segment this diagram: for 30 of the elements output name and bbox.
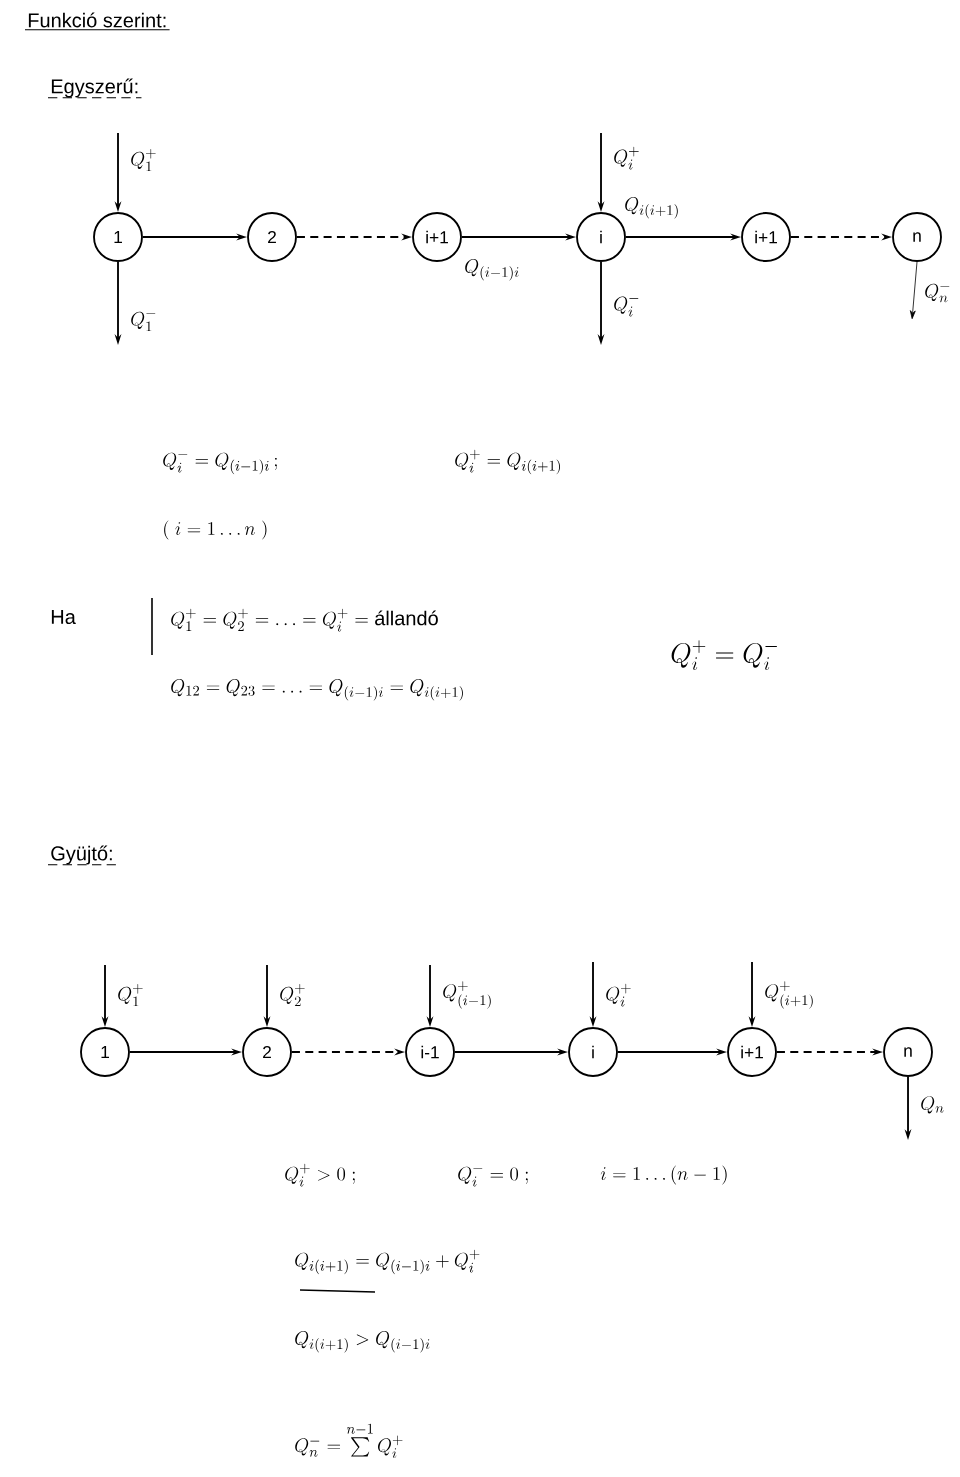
title: Funkció szerint:: [24, 12, 171, 31]
formula: $Q_i^- = Q_{(i-1)i}\,;$: [163, 452, 277, 475]
formula: $Q_i^+ > 0\;;$: [285, 1163, 355, 1187]
formula: $Q_{i(i+1)} = Q_{(i-1)i} + Q_i^+$: [295, 1249, 480, 1275]
formula: $Q_i^- = 0\;;$: [458, 1166, 528, 1187]
edge-label: $Q_i^-$: [614, 296, 639, 317]
edge-label: $Q_{(i-1)}^+$: [443, 981, 491, 1009]
edge-label: $Q_{i(i+1)}$: [625, 197, 678, 219]
section-heading: Gyüjtő:: [47, 845, 117, 866]
edge-label: $Q_{(i+1)}^+$: [765, 981, 813, 1009]
edge-label: $Q_n$: [921, 1096, 944, 1114]
formula: $i = 1\ldots(n-1)$: [600, 1165, 727, 1185]
formula: $Q_1^+ = Q_2^+ = \ldots = Q_i^+ = \text{állandó}$: [171, 608, 438, 632]
formula: $Q_{12} = Q_{23} = \ldots = Q_{(i-1)i} = Q_{i(i+1)}$: [171, 679, 463, 701]
edge-label: $Q_1^-$: [131, 311, 156, 332]
formula: $Q_i^+ = Q_{i(i+1)}$: [455, 449, 560, 475]
formula: $Q_{i(i+1)} > Q_{(i-1)i}$: [295, 1331, 430, 1353]
edge-label: $Q_i^+$: [614, 146, 639, 170]
edge-label: $Q_i^+$: [606, 983, 631, 1007]
condition-word: Ha: [51, 610, 76, 624]
formula: $Q_n^- = \sum\limits^{n-1} Q_i^+$: [295, 1423, 403, 1458]
edge-label: $Q_1^+$: [131, 148, 156, 172]
edge-label: $Q_n^-$: [925, 283, 950, 303]
formula: $(\;i = 1\ldots n\;)$: [164, 520, 267, 540]
section-heading: Egyszerű:: [47, 78, 142, 99]
edge-label: $Q_{(i-1)i}$: [465, 259, 519, 281]
arrow: [909, 261, 918, 320]
edge-label: $Q_1^+$: [118, 983, 143, 1007]
handwritten-formula: $Q_i^+ = Q_i^-$: [671, 640, 778, 671]
edge-label: $Q_2^+$: [280, 983, 305, 1007]
